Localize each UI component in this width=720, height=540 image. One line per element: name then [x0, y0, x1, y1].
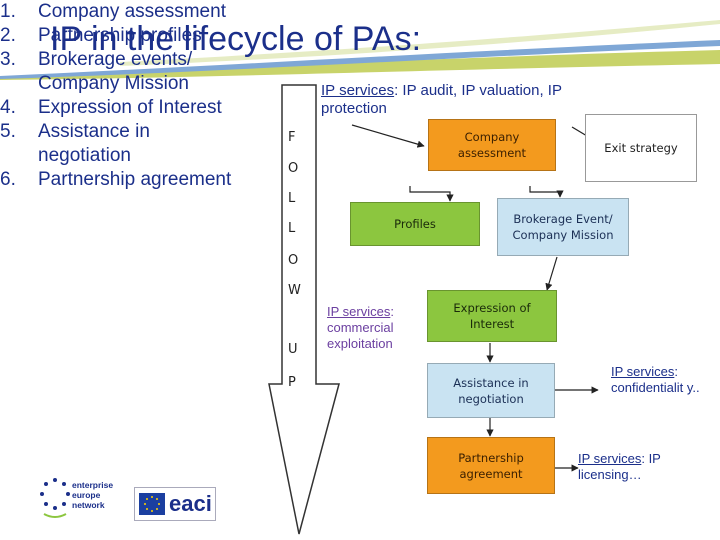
- list-item: 1.Company assessment: [0, 1, 226, 22]
- enterprise-europe-network-logo: enterprise europe network: [40, 474, 132, 526]
- follow-up-letter: O: [288, 161, 299, 176]
- ip-note-licensing: IP services: IP licensing…: [578, 451, 661, 482]
- company-assessment-box: Company assessment: [428, 119, 556, 171]
- list-item: 2.Partnership profiles: [0, 25, 202, 46]
- profiles-box: Profiles: [350, 202, 480, 246]
- ip-services-link[interactable]: IP services: [327, 304, 391, 319]
- eaci-logo: eaci: [134, 487, 216, 521]
- ip-services-link[interactable]: IP services: [578, 451, 642, 466]
- assistance-box: Assistance in negotiation: [427, 363, 555, 418]
- arrow-top-to-company: [351, 124, 425, 148]
- arrow-company-to-profiles: [409, 186, 454, 202]
- ip-note-confidentiality: IP services: confidentialit y..: [611, 364, 700, 395]
- follow-up-letter: U: [288, 342, 298, 357]
- ip-services-link[interactable]: IP services: [321, 82, 395, 99]
- header-swoosh: [0, 20, 720, 80]
- partnership-box: Partnership agreement: [427, 437, 555, 494]
- brokerage-box: Brokerage Event/ Company Mission: [497, 198, 629, 256]
- eu-flag-icon: [139, 493, 165, 515]
- ip-services-link[interactable]: IP services: [611, 364, 675, 379]
- follow-up-letter: L: [288, 191, 296, 206]
- follow-up-letter: P: [288, 375, 296, 390]
- expression-box: Expression of Interest: [427, 290, 557, 342]
- page-title: IP in the lifecycle of PAs:: [50, 20, 422, 58]
- lifecycle-steps: 1.Company assessment 2.Partnership profi…: [0, 0, 240, 192]
- list-item: 5.Assistance in negotiation: [0, 121, 150, 166]
- follow-up-letter: O: [288, 253, 299, 268]
- arrow-brokerage-to-expression: [545, 256, 558, 291]
- follow-up-arrow: [268, 84, 340, 535]
- list-item: 4.Expression of Interest: [0, 97, 222, 118]
- ip-note-commercial: IP services: commercial exploitation: [327, 304, 394, 351]
- een-star-ring-icon: [40, 478, 70, 518]
- exit-strategy-box: Exit strategy: [585, 114, 697, 182]
- list-item: 3.Brokerage events/ Company Mission: [0, 49, 193, 94]
- arrow-company-to-brokerage: [529, 186, 564, 198]
- follow-up-letter: F: [288, 130, 296, 145]
- follow-up-letter: L: [288, 221, 296, 236]
- list-item: 6.Partnership agreement: [0, 169, 232, 190]
- follow-up-letter: W: [288, 283, 301, 298]
- ip-services-top-note: IP services: IP audit, IP valuation, IP …: [321, 82, 562, 117]
